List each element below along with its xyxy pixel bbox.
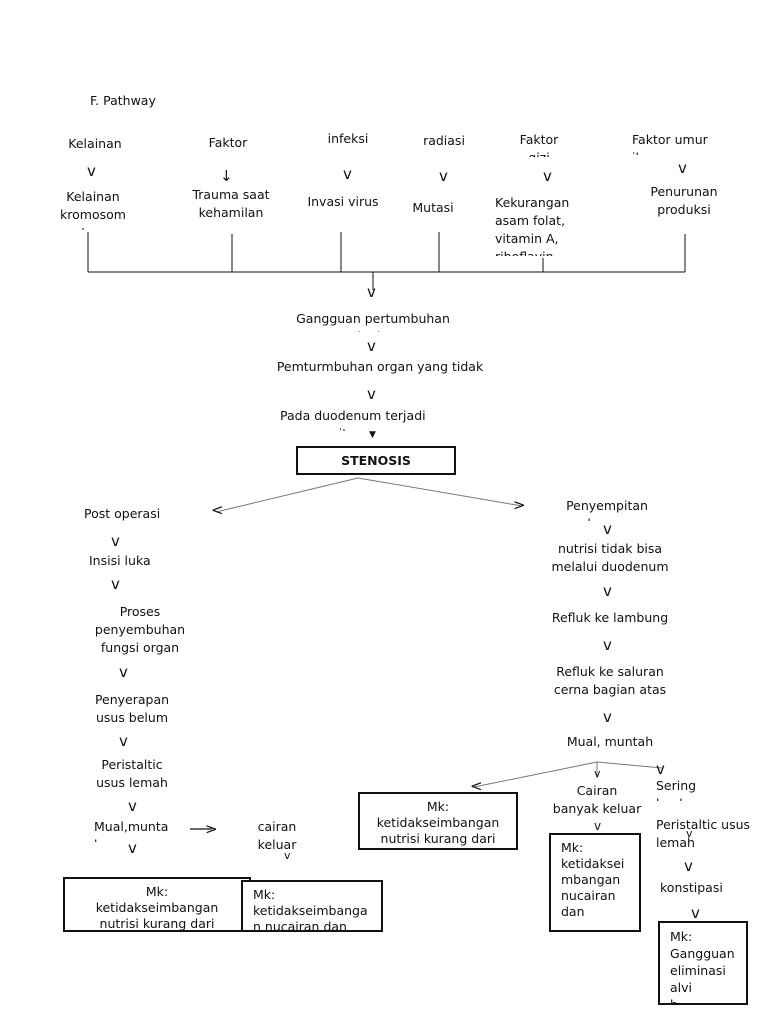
left-diagnosis-text-2: Mk: ketidakseimbanga n nucairan dan xyxy=(253,887,368,932)
right-diagnosis-text-3: Mk: Gangguan eliminasi alvi b xyxy=(670,929,735,1005)
arrow-down-icon: v xyxy=(684,857,693,875)
arrow-down-icon: v xyxy=(119,732,128,750)
arrow-down-icon: v xyxy=(603,636,612,654)
right-step-1: Penyempitan lumen xyxy=(566,498,648,521)
arrow-left-icon: < xyxy=(470,777,483,795)
split-line-left xyxy=(215,477,359,513)
cause-factor-4: radiasi xyxy=(423,133,465,148)
cause-factor-2: Faktor xyxy=(208,135,248,150)
arrow-down-icon: v xyxy=(367,283,376,301)
vomit-split-left xyxy=(473,761,598,788)
cause-effect-6: Penurunan produksi xyxy=(650,184,718,217)
cause-effect-4: Mutasi xyxy=(412,200,454,215)
cause-effect-5: Kekurangan asam folat, vitamin A, ribofl… xyxy=(495,195,570,256)
left-diagnosis-text-1: Mk: ketidakseimbangan nutrisi kurang dar… xyxy=(95,884,219,931)
arrow-down-icon: v xyxy=(603,708,612,726)
arrow-down-icon: v xyxy=(343,165,352,183)
vomit-split-right xyxy=(596,761,663,769)
left-side-node: cairan keluar xyxy=(257,819,297,852)
right-diagnosis-box-1: Mk: ketidakseimbangan nutrisi kurang dar… xyxy=(358,792,518,850)
arrow-down-icon: ↓ xyxy=(220,167,233,185)
center-step-2: Pemturmbuhan organ yang tidak xyxy=(276,359,484,374)
arrow-down-icon: v xyxy=(284,849,291,862)
right-diagnosis-box-3: Mk: Gangguan eliminasi alvi b xyxy=(658,921,748,1005)
arrow-right-icon: > xyxy=(513,496,526,514)
center-step-3: Pada duodenum terjadi penyempitan xyxy=(280,408,426,431)
arrow-down-icon: v xyxy=(691,904,700,922)
arrow-down-icon: v xyxy=(87,162,96,180)
cause-factor-3: infeksi xyxy=(327,131,369,146)
left-step-5: Peristaltic usus lemah xyxy=(96,757,168,790)
arrow-down-icon: v xyxy=(119,663,128,681)
left-step-4: Penyerapan usus belum xyxy=(94,692,170,725)
arrow-down-icon: v xyxy=(111,532,120,550)
arrow-down-icon: v xyxy=(594,819,602,833)
arrow-down-icon: v xyxy=(367,385,376,403)
stenosis-box: STENOSIS xyxy=(296,446,456,475)
left-diagnosis-box-1: Mk: ketidakseimbangan nutrisi kurang dar… xyxy=(63,877,251,932)
left-step-6: Mual,munta h xyxy=(94,819,169,842)
arrow-down-icon: v xyxy=(367,337,376,355)
arrow-down-icon: v xyxy=(594,767,601,780)
right-step-5: Mual, muntah xyxy=(566,734,654,749)
right-constipation: konstipasi xyxy=(660,880,723,895)
right-step-2: nutrisi tidak bisa melalui duodenum xyxy=(551,541,669,574)
arrow-down-icon: v xyxy=(111,575,120,593)
arrow-down-icon: v xyxy=(603,582,612,600)
arrow-right-icon: > xyxy=(205,820,218,838)
cause-factor-5: Faktor gizi xyxy=(519,132,559,157)
center-step-1: Gangguan pertumbuhan janin xyxy=(296,311,450,332)
arrow-down-icon: v xyxy=(656,760,665,778)
arrow-down-icon: v xyxy=(128,797,137,815)
cause-factor-1: Kelainan xyxy=(68,136,122,151)
cause-effect-1: Kelainan kromosom autosom xyxy=(60,189,126,230)
right-diagnosis-text-1: Mk: ketidakseimbangan nutrisi kurang dar… xyxy=(376,799,500,846)
arrow-down-icon: v xyxy=(439,167,448,185)
right-diagnosis-text-2: Mk: ketidaksei mbangan nucairan dan xyxy=(561,840,625,919)
arrow-down-icon: v xyxy=(543,167,552,185)
right-gastric: Sering lambung xyxy=(656,778,711,801)
cause-effect-3: Invasi virus xyxy=(307,194,379,209)
right-diagnosis-box-2: Mk: ketidaksei mbangan nucairan dan xyxy=(549,833,641,932)
arrow-down-icon: ▼ xyxy=(369,430,376,440)
left-diagnosis-box-2: Mk: ketidakseimbanga n nucairan dan xyxy=(241,880,383,932)
left-step-2: Insisi luka xyxy=(89,553,151,568)
right-step-4: Refluk ke saluran cerna bagian atas xyxy=(553,664,667,697)
stenosis-label: STENOSIS xyxy=(341,453,411,468)
cause-effect-2: Trauma saat kehamilan xyxy=(192,187,270,220)
right-step-3: Refluk ke lambung xyxy=(551,610,669,625)
arrow-left-icon: < xyxy=(211,501,224,519)
left-step-3: Proses penyembuhan fungsi organ xyxy=(94,604,186,655)
right-fluid-loss: Cairan banyak keluar xyxy=(552,783,642,816)
cause-factor-6: Faktor umur ibu xyxy=(632,132,708,155)
arrow-down-icon: v xyxy=(128,839,137,857)
split-line-right xyxy=(357,477,523,507)
left-step-1: Post operasi xyxy=(84,506,161,521)
arrow-down-icon: v xyxy=(603,520,612,538)
arrow-down-icon: v xyxy=(686,827,693,840)
right-peristaltic: Peristaltic usus lemah xyxy=(656,817,751,850)
section-title: F. Pathway xyxy=(90,93,156,108)
arrow-down-icon: v xyxy=(678,159,687,177)
